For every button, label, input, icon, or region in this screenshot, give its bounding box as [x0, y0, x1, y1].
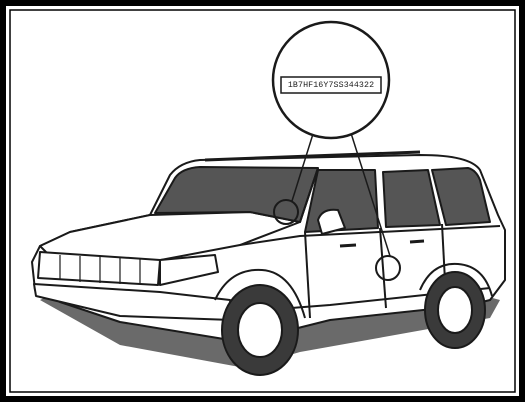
vin-label-text: 1B7HF16Y7SS344322 [283, 80, 379, 92]
front-wheel [222, 285, 298, 375]
rear-wheel [425, 272, 485, 348]
